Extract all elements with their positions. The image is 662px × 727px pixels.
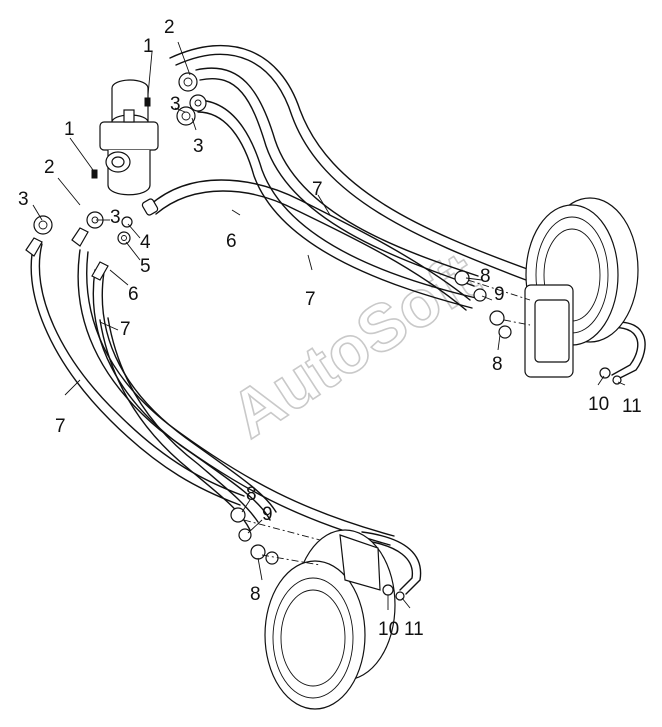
fitting-5	[117, 231, 131, 245]
swivel-joint	[99, 79, 159, 196]
callout-3-left-b: 3	[110, 207, 121, 228]
callout-7-top: 7	[312, 179, 323, 200]
callout-11-lower: 11	[404, 619, 424, 640]
leader-lines	[32, 41, 626, 610]
callout-1-top: 1	[143, 36, 154, 57]
callout-2-left: 2	[44, 157, 55, 178]
fitting-left-3b	[86, 211, 104, 229]
callout-7-left-a: 7	[120, 319, 131, 340]
callout-1-left: 1	[64, 119, 75, 140]
callout-4: 4	[140, 232, 151, 253]
fitting-6-end	[141, 198, 159, 216]
callout-6-top: 6	[226, 231, 237, 252]
fitting-4	[121, 216, 133, 228]
callout-2-top: 2	[164, 17, 175, 38]
callout-5: 5	[140, 256, 151, 277]
watermark-text: AutoSoft	[217, 238, 491, 452]
callout-3-top-b: 3	[193, 136, 204, 157]
callout-8-lower-a: 8	[246, 484, 257, 505]
callout-6-left: 6	[128, 284, 139, 305]
fitting-top-3	[189, 94, 207, 112]
hose-bundles	[30, 44, 646, 595]
callout-10-lower: 10	[378, 619, 399, 640]
callout-labels: 1 2 3 3 1 2 3 3 4 5 6 6 7 7 7 7 8 9 8 10…	[18, 17, 642, 640]
callout-7-middle: 7	[305, 289, 316, 310]
fitting-top-2	[176, 106, 196, 126]
fittings	[25, 72, 207, 281]
plug-1b	[91, 169, 98, 179]
callout-8-right-b: 8	[492, 354, 503, 375]
plug-1a	[144, 97, 151, 107]
callout-11-right: 11	[622, 396, 642, 417]
callout-9-lower: 9	[262, 504, 273, 525]
callout-8-lower-b: 8	[250, 584, 261, 605]
callout-3-top-a: 3	[170, 94, 181, 115]
fitting-left-3a	[33, 215, 53, 235]
callout-9-right: 9	[494, 284, 505, 305]
right-travel-motor	[454, 197, 639, 385]
callout-3-left-a: 3	[18, 189, 29, 210]
fitting-top-1	[178, 72, 198, 92]
lower-travel-motor	[230, 507, 405, 710]
callout-7-left-b: 7	[55, 416, 66, 437]
callout-8-right-a: 8	[480, 266, 491, 287]
callout-10-right: 10	[588, 394, 609, 415]
